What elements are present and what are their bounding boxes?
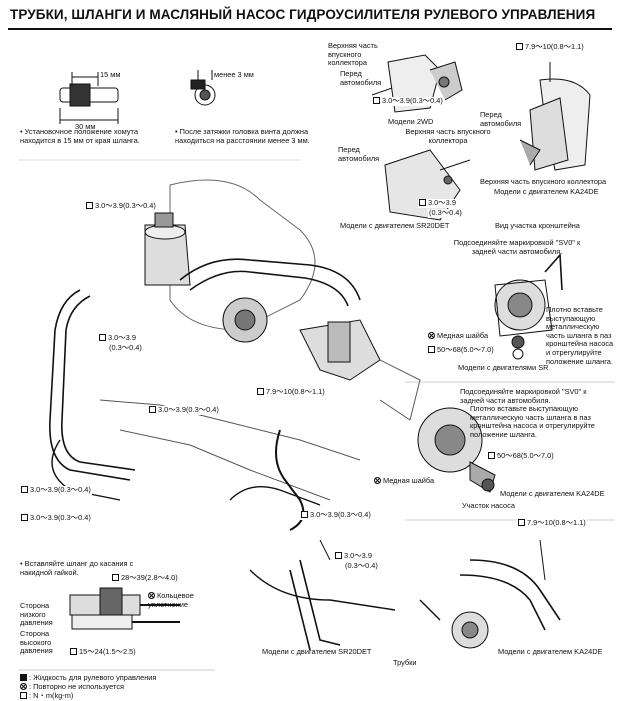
upper-intake-label: Верхняя часть впускного коллектора xyxy=(405,127,491,145)
legend-no-reuse: : Повторно не используется xyxy=(20,682,124,692)
no-reuse-icon xyxy=(374,477,381,484)
intake-ka24de-drawing xyxy=(519,62,591,171)
fluid-icon xyxy=(20,674,27,681)
sv0-connect-note: Подсоединяйте маркировкой "SV0" к задней… xyxy=(460,387,587,405)
tubes-ka24de-drawing xyxy=(419,539,561,649)
torque-label: 50～68(5.0～7.0) xyxy=(488,451,554,461)
dim-less-3mm: менее 3 мм xyxy=(214,70,254,79)
torque-label: 15～24(1.5～2.5) xyxy=(70,647,136,657)
torque-wrench-icon xyxy=(335,552,342,559)
torque-label: (0.3～0.4) xyxy=(428,208,463,218)
torque-label: 3.0～3.9(0.3～0.4) xyxy=(20,513,92,523)
hose-insert-note: Плотно вставьте выступающую металлическу… xyxy=(546,305,614,366)
hose-insert-note: Плотно вставьте выступающую металлическу… xyxy=(470,404,595,439)
o-ring-label: Кольцевое уплотнение xyxy=(148,591,194,609)
pump-bracket-sr-drawing xyxy=(494,253,563,360)
front-of-vehicle-label: Перед автомобиля xyxy=(480,110,522,128)
torque-wrench-icon xyxy=(428,346,435,353)
hose-fitting-detail-drawing xyxy=(69,587,180,630)
bracket-view-heading: Вид участка кронштейна xyxy=(495,221,580,230)
torque-label: 7.9～10(0.8～1.1) xyxy=(517,518,587,528)
models-sr20det-caption: Модели с двигателем SR20DET xyxy=(262,647,372,656)
torque-label: 3.0～3.9(0.3～0.4) xyxy=(372,96,444,106)
page-title: ТРУБКИ, ШЛАНГИ И МАСЛЯНЫЙ НАСОС ГИДРОУСИ… xyxy=(10,7,596,22)
torque-wrench-icon xyxy=(86,202,93,209)
low-pressure-hose-drawing xyxy=(229,429,321,531)
engine-assembly-drawing xyxy=(49,179,421,501)
no-reuse-icon xyxy=(428,332,435,339)
torque-wrench-icon xyxy=(149,406,156,413)
legend-fluid: : Жидкость для рулевого управления xyxy=(20,673,156,683)
torque-wrench-icon xyxy=(518,519,525,526)
screw-clearance-drawing xyxy=(190,70,216,106)
torque-label: 3.0～3.9 xyxy=(98,333,137,343)
torque-label: 50～68(5.0～7.0) xyxy=(428,345,494,355)
clamp-position-note: • Установочное положение хомута находитс… xyxy=(20,127,140,145)
torque-wrench-icon xyxy=(301,511,308,518)
torque-wrench-icon xyxy=(112,574,119,581)
upper-intake-label: Верхняя часть впускного коллектора xyxy=(480,177,607,186)
no-reuse-icon xyxy=(20,683,27,690)
torque-wrench-icon xyxy=(21,514,28,521)
torque-label: (0.3～0.4) xyxy=(344,561,379,571)
torque-label: 3.0～3.9(0.3～0.4) xyxy=(20,485,92,495)
models-2wd-caption: Модели 2WD xyxy=(388,117,434,126)
sv0-connect-note: Подсоединяйте маркировкой "SV0" к задней… xyxy=(453,238,581,256)
models-sr20det-caption: Модели с двигателем SR20DET xyxy=(340,221,450,230)
torque-label: 3.0～3.9(0.3～0.4) xyxy=(148,405,220,415)
torque-wrench-icon xyxy=(99,334,106,341)
torque-wrench-icon xyxy=(257,388,264,395)
torque-label: 3.0～3.9 xyxy=(334,551,373,561)
pump-ka24de-drawing xyxy=(417,407,496,493)
clamp-position-drawing xyxy=(59,72,119,124)
dim-30mm: 30 мм xyxy=(75,122,96,131)
copper-washer-label: Медная шайба xyxy=(373,476,436,486)
torque-label: (0.3～0.4) xyxy=(108,343,143,353)
tubes-caption: Трубки xyxy=(393,658,417,667)
torque-label: 7.9～10(0.8～1.1) xyxy=(515,42,585,52)
models-ka24de-caption: Модели с двигателем KA24DE xyxy=(494,187,599,196)
torque-label: 7.9～10(0.8～1.1) xyxy=(256,387,326,397)
torque-wrench-icon xyxy=(516,43,523,50)
copper-washer-label: Медная шайба xyxy=(428,331,488,341)
no-reuse-icon xyxy=(148,592,155,599)
torque-wrench-icon xyxy=(21,486,28,493)
pump-section-caption: Участок насоса xyxy=(462,501,515,510)
front-of-vehicle-label: Перед автомобиля xyxy=(340,69,382,87)
front-of-vehicle-label: Перед автомобиля xyxy=(338,145,380,163)
models-ka24de-caption: Модели с двигателем KA24DE xyxy=(498,647,603,656)
title-underline xyxy=(8,28,612,30)
hose-insert-instruction: • Вставляйте шланг до касания с накидной… xyxy=(20,559,134,577)
torque-wrench-icon xyxy=(70,648,77,655)
low-pressure-side-label: Сторона низкого давления xyxy=(20,601,53,628)
torque-label: 3.0～3.9 xyxy=(418,198,457,208)
screw-clearance-note: • После затяжки головка винта должна нах… xyxy=(175,127,310,145)
torque-label: 28～39(2.8～4.0) xyxy=(112,573,178,583)
torque-label: 3.0～3.9(0.3～0.4) xyxy=(300,510,372,520)
legend-units: : N・m(kg-m) xyxy=(20,691,73,701)
torque-wrench-icon xyxy=(373,97,380,104)
dim-15mm: 15 мм xyxy=(100,70,121,79)
torque-label: 3.0～3.9(0.3～0.4) xyxy=(85,201,157,211)
models-sr-caption: Модели с двигателями SR xyxy=(458,363,549,372)
tubes-sr20det-drawing xyxy=(249,539,396,651)
torque-wrench-icon xyxy=(488,452,495,459)
torque-wrench-icon xyxy=(20,692,27,699)
torque-wrench-icon xyxy=(419,199,426,206)
models-ka24de-caption: Модели с двигателем KA24DE xyxy=(500,489,605,498)
upper-intake-label: Верхняя часть впускного коллектора xyxy=(328,41,378,68)
high-pressure-side-label: Сторона высокого давления xyxy=(20,629,53,656)
